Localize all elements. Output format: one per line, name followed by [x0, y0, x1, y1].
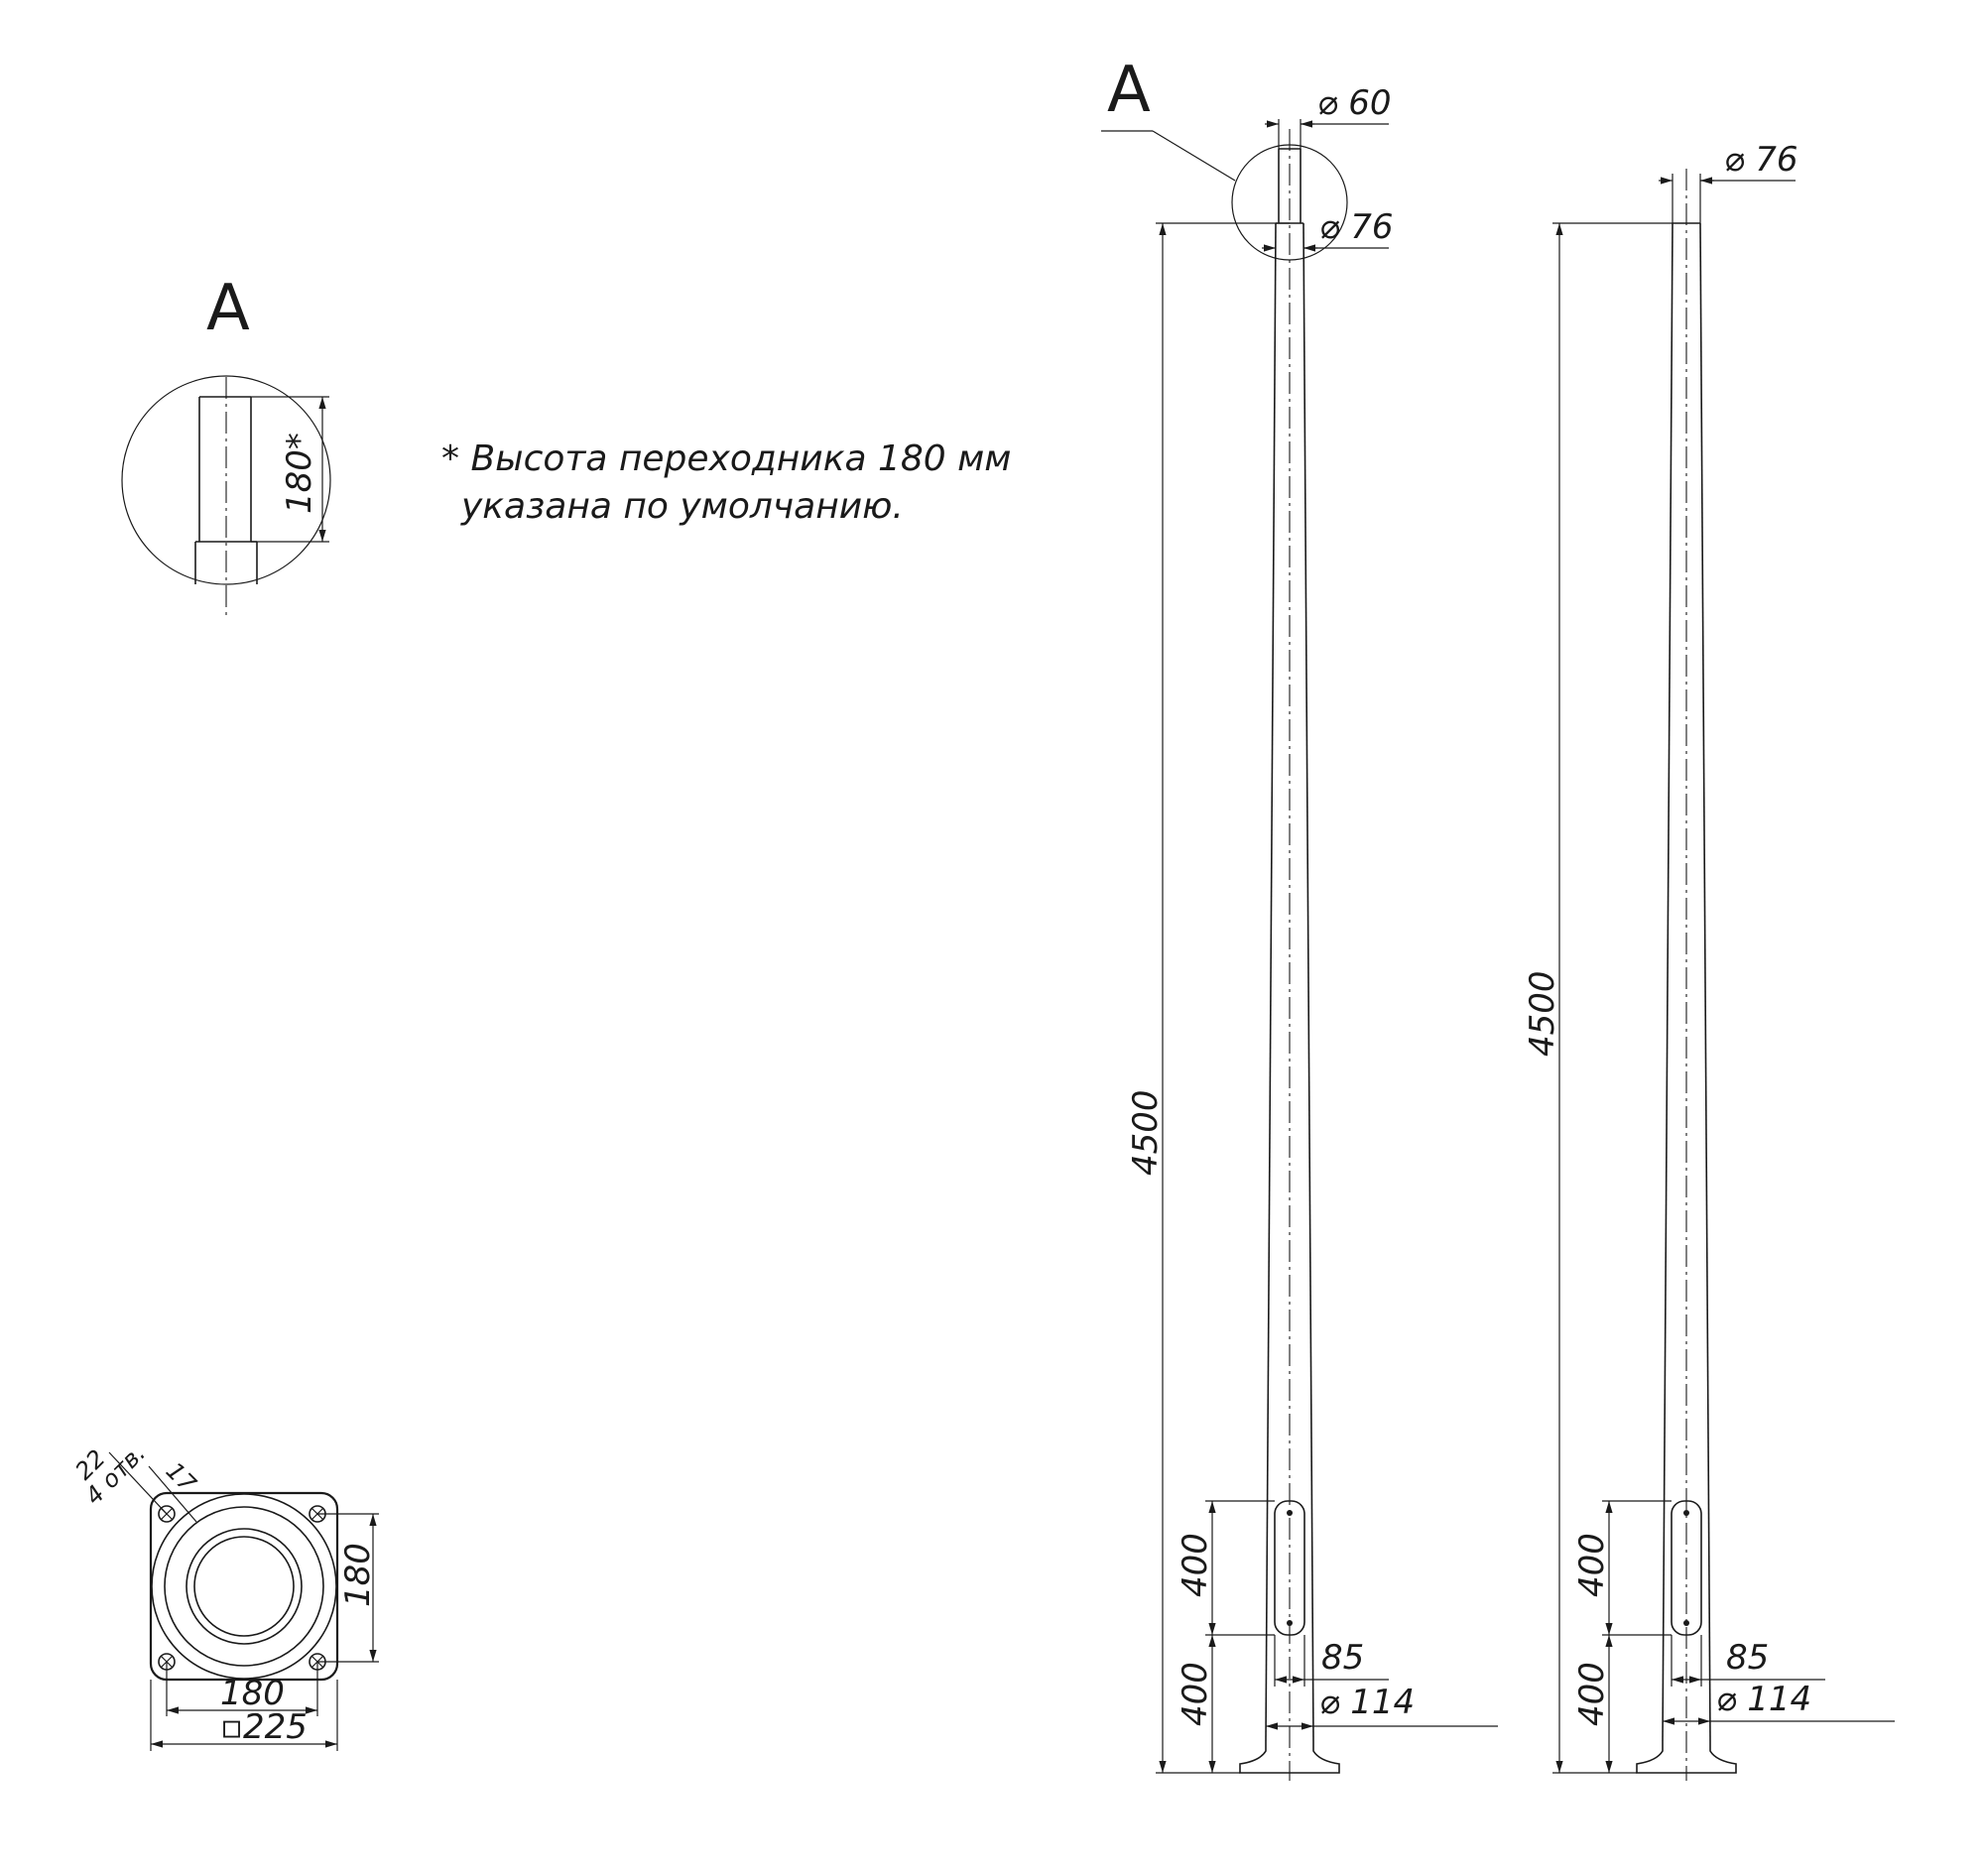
- base-plate-view: 22 4 отв. 17 180 180 ▫225: [69, 1439, 379, 1751]
- base-plate-outline: [149, 1491, 339, 1682]
- hatch-offset-dim: 400: [1176, 1662, 1215, 1726]
- pole-height-dim: 4500: [1523, 970, 1562, 1057]
- hatch-height-dim: 400: [1176, 1533, 1215, 1597]
- hatch-offset-dim: 400: [1572, 1662, 1612, 1726]
- base-flange: [1636, 1741, 1737, 1774]
- hatch-width-dim: 85: [1321, 1638, 1364, 1678]
- detail-callout-label: А: [1107, 54, 1151, 127]
- plate-size-dim: ▫225: [220, 1707, 308, 1747]
- top-diameter-dim: ⌀ 76: [1319, 207, 1394, 247]
- pole-shaft-right: [1302, 222, 1314, 1742]
- hatch-width-dim: 85: [1726, 1638, 1769, 1678]
- pole-section-outer: [186, 1528, 303, 1645]
- pole-shaft-left: [1265, 222, 1277, 1742]
- base-diameter-dim: ⌀ 114: [1716, 1680, 1811, 1719]
- adapter-diameter-dim: ⌀ 60: [1317, 83, 1392, 123]
- note-line-1: * Высота переходника 180 мм: [441, 438, 1011, 479]
- pole-section-inner: [193, 1536, 295, 1637]
- note-line-2: указана по умолчанию.: [460, 486, 904, 527]
- base-diameter-dim: ⌀ 114: [1319, 1683, 1415, 1722]
- hatch-height-dim: 400: [1572, 1533, 1612, 1597]
- top-diameter-dim: ⌀ 76: [1724, 140, 1798, 180]
- base-flange: [1239, 1741, 1340, 1774]
- bolt-spacing-vertical-dim: 180: [338, 1543, 378, 1607]
- service-hatch: [1274, 1500, 1305, 1636]
- detail-height-dim: 180*: [280, 433, 319, 514]
- note-block: * Высота переходника 180 мм указана по у…: [441, 438, 1011, 527]
- detail-circle: [121, 375, 331, 585]
- base-plate-outer-ring: [151, 1493, 337, 1680]
- pole-with-adapter-view: А ⌀ 60 ⌀ 76 4500: [1101, 54, 1498, 1781]
- pole-height-dim: 4500: [1126, 1089, 1166, 1176]
- pole-plain-view: ⌀ 76 4500 400 400 85 ⌀ 114: [1523, 140, 1895, 1781]
- detail-view-label: А: [206, 272, 250, 345]
- bolt-spacing-horizontal-dim: 180: [220, 1674, 285, 1713]
- pole-shaft-left: [1662, 222, 1674, 1742]
- service-hatch: [1671, 1500, 1702, 1636]
- detail-view-a: А 180*: [121, 272, 331, 617]
- pole-shaft-right: [1699, 222, 1711, 1742]
